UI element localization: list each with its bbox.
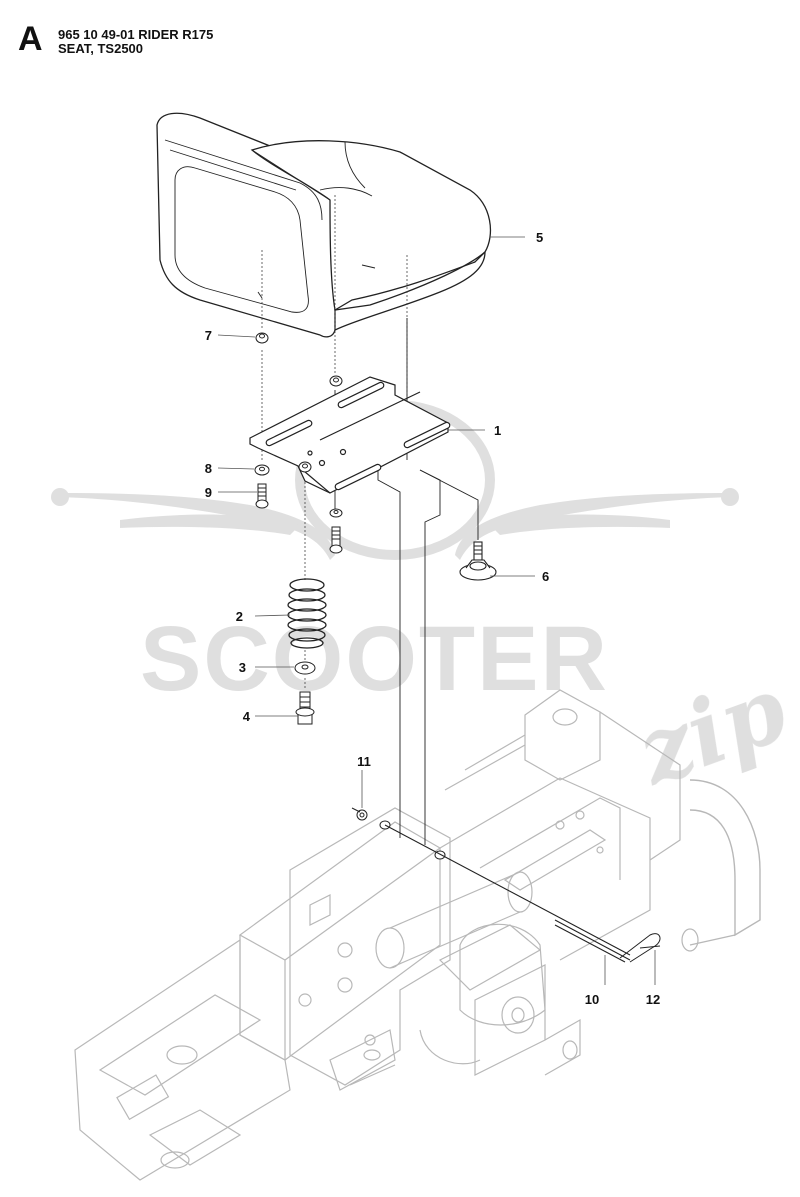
washer-8 [254,464,270,476]
seat-detail-lines [164,139,376,313]
bolt-9 [255,483,269,509]
watermark-text: SCOOTER [140,608,609,710]
model-title: 965 10 49-01 RIDER R175 [58,27,214,42]
washer-3 [294,661,316,675]
section-letter: A [18,20,43,58]
assembly-title: SEAT, TS2500 [58,41,144,56]
watermark: SCOOTER zip [51,400,800,807]
callout-10: 10 [585,992,599,1007]
pivot-rod-10 [384,824,631,963]
nut-7 [255,332,269,344]
callout-4: 4 [243,709,251,724]
callout-9: 9 [205,485,212,500]
callout-5: 5 [536,230,543,245]
watermark-wings [51,488,739,560]
nut-upper [298,375,343,473]
bolt-lower [329,508,343,554]
callout-3: 3 [239,660,246,675]
callout-6: 6 [542,569,549,584]
callouts: 5 1 6 7 8 9 2 3 4 11 10 12 [205,230,660,1007]
callout-2: 2 [236,609,243,624]
callout-7: 7 [205,328,212,343]
callout-12: 12 [646,992,660,1007]
callout-1: 1 [494,423,501,438]
frame-pin-holes [379,820,446,860]
knob-6 [459,541,497,581]
seat-cushion [156,112,492,338]
seat-mounting-plate [249,376,451,494]
callout-11: 11 [357,754,371,769]
hairpin-12 [619,933,661,963]
callout-8: 8 [205,461,212,476]
bolt-4 [295,691,315,725]
chassis-frame [74,689,761,1181]
leader-lines [217,236,656,985]
clip-11 [351,807,368,821]
